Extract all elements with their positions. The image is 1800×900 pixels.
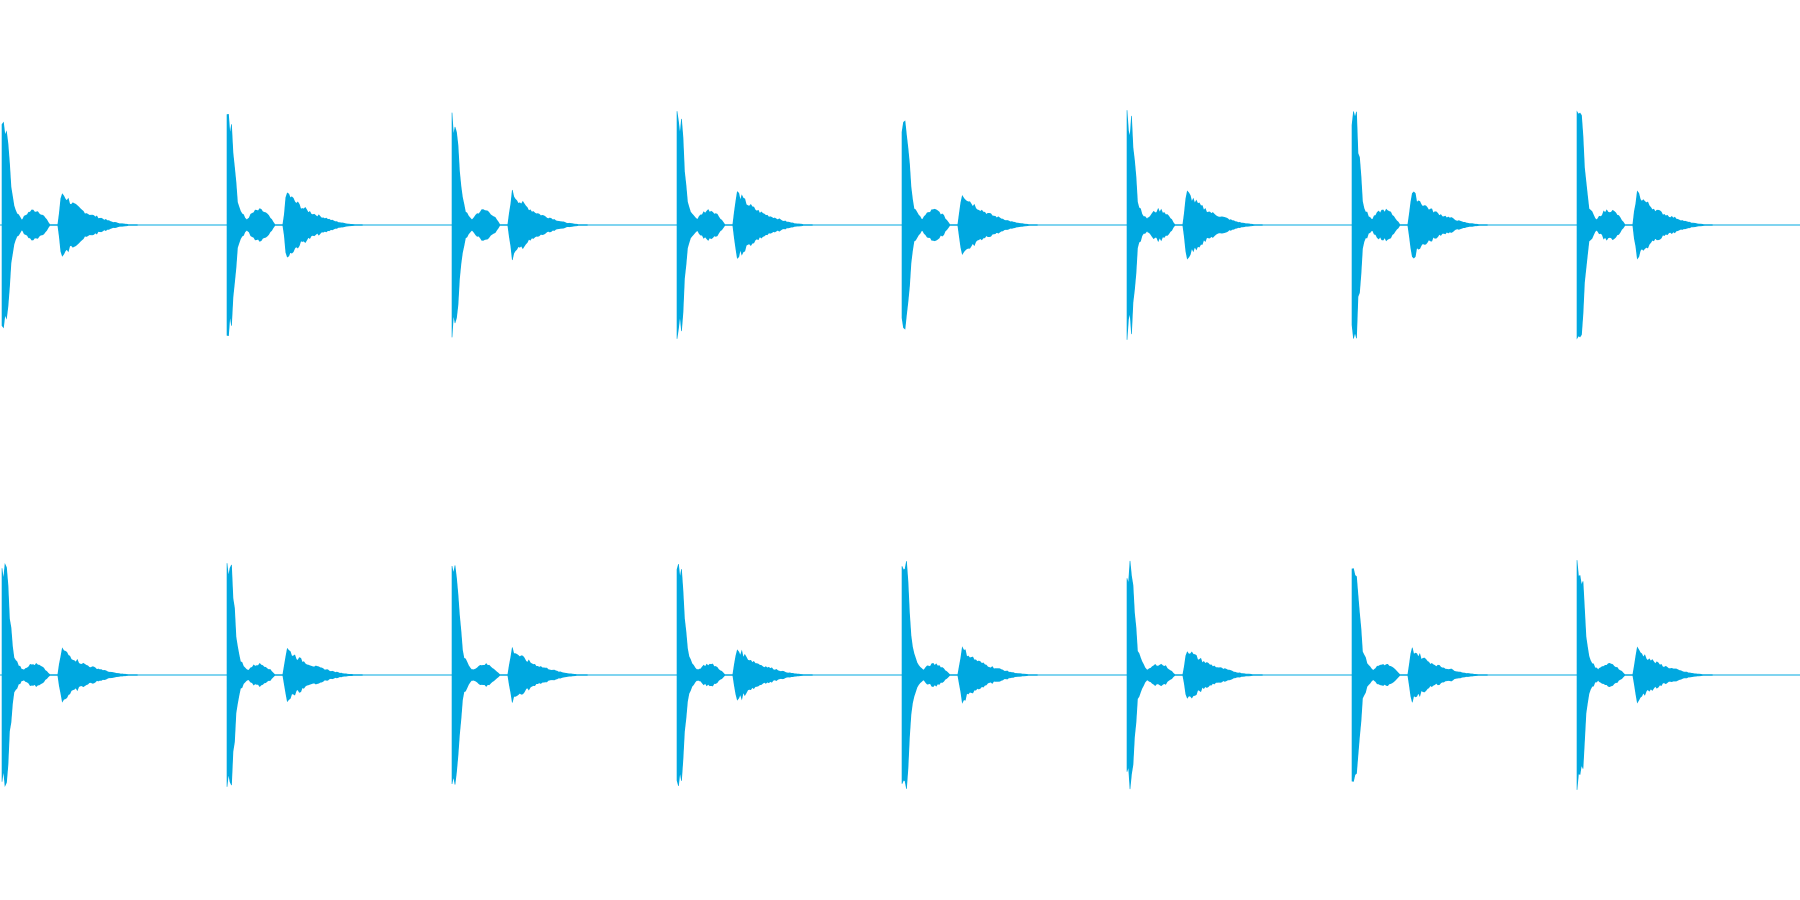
beat-8-channel-2 [1576, 560, 1713, 790]
beat-1-channel-1 [1, 121, 138, 329]
hit-2-envelope [1142, 207, 1175, 243]
hit-2-envelope [467, 209, 500, 241]
beat-4-channel-2 [676, 564, 813, 786]
beat-6-channel-1 [1126, 110, 1263, 340]
beat-2-channel-2 [226, 563, 363, 787]
beat-7-channel-2 [1351, 568, 1488, 782]
hit-3-envelope [957, 195, 1038, 255]
hit-3-envelope [1632, 190, 1713, 260]
hit-2-envelope [1367, 208, 1400, 242]
hit-3-envelope [282, 192, 363, 258]
beat-7-channel-1 [1351, 111, 1488, 339]
hit-2-envelope [242, 663, 275, 687]
hit-3-envelope [1407, 191, 1488, 259]
beat-6-channel-2 [1126, 560, 1263, 790]
channel-layer [0, 110, 1800, 790]
hit-2-envelope [467, 663, 500, 687]
hit-2-envelope [242, 208, 275, 242]
beat-8-channel-1 [1576, 110, 1713, 340]
hit-3-envelope [732, 191, 813, 259]
hit-2-envelope [917, 662, 950, 688]
beat-4-channel-1 [676, 111, 813, 339]
hit-2-envelope [17, 209, 50, 241]
beat-2-channel-1 [226, 113, 363, 337]
hit-3-envelope [57, 647, 138, 703]
hit-3-envelope [732, 649, 813, 701]
hit-3-envelope [507, 189, 588, 261]
hit-2-envelope [1367, 663, 1400, 687]
hit-2-envelope [1142, 663, 1175, 687]
hit-3-envelope [57, 193, 138, 257]
beat-5-channel-1 [901, 120, 1038, 330]
hit-2-envelope [1592, 662, 1625, 688]
hit-3-envelope [507, 647, 588, 703]
beat-3-channel-1 [451, 112, 588, 338]
hit-3-envelope [282, 647, 363, 703]
hit-2-envelope [17, 663, 50, 687]
hit-2-envelope [692, 663, 725, 687]
channel-2 [0, 560, 1800, 790]
beat-3-channel-2 [451, 565, 588, 785]
hit-3-envelope [1182, 190, 1263, 260]
hit-3-envelope [1632, 646, 1713, 704]
hit-2-envelope [1592, 209, 1625, 241]
hit-3-envelope [957, 646, 1038, 704]
hit-2-envelope [692, 209, 725, 241]
beat-5-channel-2 [901, 561, 1038, 789]
hit-2-envelope [917, 208, 950, 242]
channel-1 [0, 110, 1800, 340]
beat-1-channel-2 [1, 562, 138, 788]
hit-3-envelope [1407, 647, 1488, 703]
hit-3-envelope [1182, 651, 1263, 699]
